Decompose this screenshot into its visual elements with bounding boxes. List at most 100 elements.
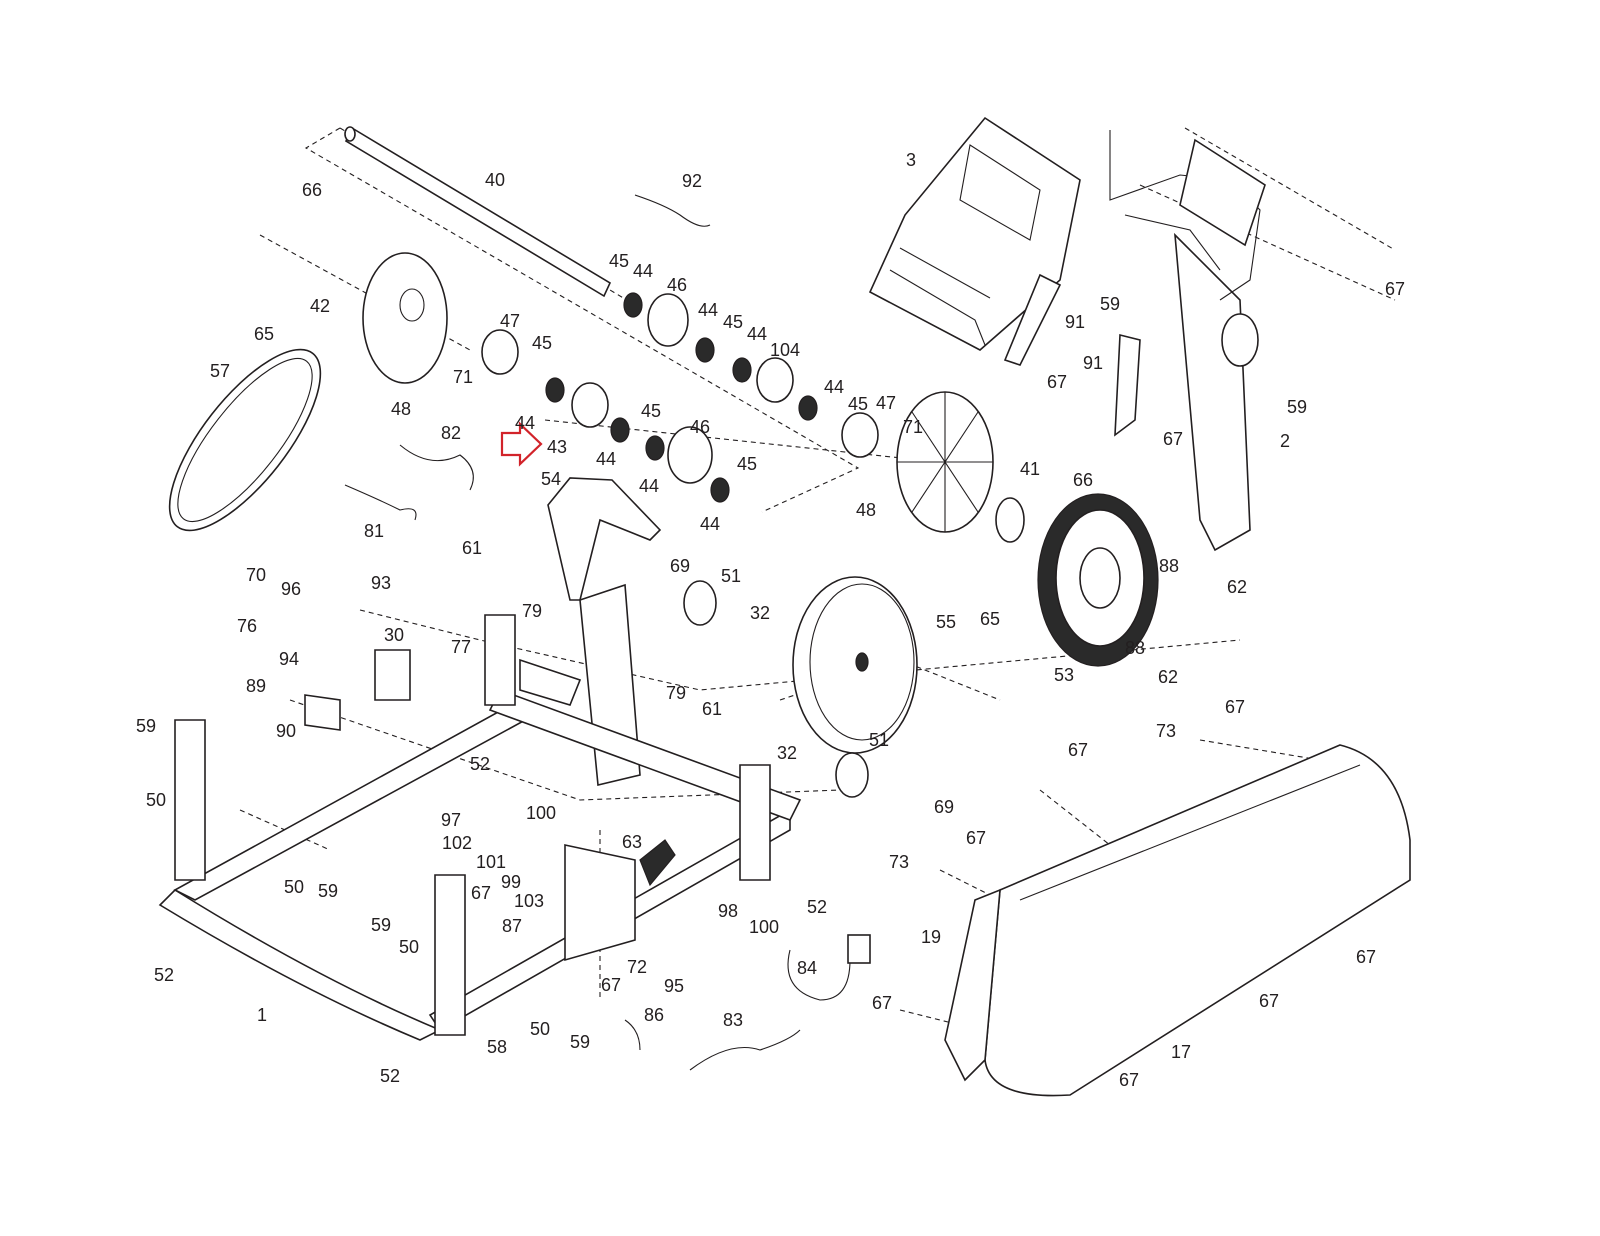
part-label-52: 52 <box>380 1066 400 1086</box>
part-label-1: 1 <box>257 1005 267 1025</box>
part-57-belt <box>168 348 322 532</box>
part-label-79: 79 <box>666 683 686 703</box>
part-label-44: 44 <box>747 324 767 344</box>
part-48-disc <box>362 252 448 384</box>
part-91-handle <box>1003 273 1062 366</box>
part-label-62: 62 <box>1227 577 1247 597</box>
part-label-32: 32 <box>777 743 797 763</box>
part-label-66: 66 <box>1073 470 1093 490</box>
part-label-51: 51 <box>721 566 741 586</box>
part-label-41: 41 <box>1020 459 1040 479</box>
part-label-67: 67 <box>471 883 491 903</box>
part-label-76: 76 <box>237 616 257 636</box>
part-label-46: 46 <box>690 417 710 437</box>
part-label-67: 67 <box>1225 697 1245 717</box>
part-label-67: 67 <box>1047 372 1067 392</box>
part-label-83: 83 <box>723 1010 743 1030</box>
part-label-73: 73 <box>1156 721 1176 741</box>
part-2-upright <box>1109 130 1266 552</box>
part-label-67: 67 <box>601 975 621 995</box>
part-label-100: 100 <box>749 917 779 937</box>
part-label-67: 67 <box>1068 740 1088 760</box>
part-label-45: 45 <box>848 394 868 414</box>
part-label-91: 91 <box>1065 312 1085 332</box>
part-label-73: 73 <box>889 852 909 872</box>
part-label-77: 77 <box>451 637 471 657</box>
part-label-50: 50 <box>284 877 304 897</box>
part-label-52: 52 <box>154 965 174 985</box>
part-label-67: 67 <box>1385 279 1405 299</box>
part-label-66: 66 <box>302 180 322 200</box>
part-label-93: 93 <box>371 573 391 593</box>
part-label-70: 70 <box>246 565 266 585</box>
part-label-44: 44 <box>700 514 720 534</box>
part-label-71: 71 <box>453 367 473 387</box>
part-label-67: 67 <box>1163 429 1183 449</box>
part-label-92: 92 <box>682 171 702 191</box>
part-label-45: 45 <box>532 333 552 353</box>
part-label-100: 100 <box>526 803 556 823</box>
part-label-45: 45 <box>609 251 629 271</box>
part-label-59: 59 <box>1100 294 1120 314</box>
part-label-61: 61 <box>462 538 482 558</box>
part-label-30: 30 <box>384 625 404 645</box>
part-label-91: 91 <box>1083 353 1103 373</box>
part-label-2: 2 <box>1280 431 1290 451</box>
part-86-wire <box>624 1019 641 1051</box>
part-48-disc <box>896 391 994 533</box>
part-label-17: 17 <box>1171 1042 1191 1062</box>
part-label-96: 96 <box>281 579 301 599</box>
part-label-67: 67 <box>1356 947 1376 967</box>
part-label-53: 53 <box>1054 665 1074 685</box>
part-label-44: 44 <box>639 476 659 496</box>
part-label-44: 44 <box>596 449 616 469</box>
part-92-wire <box>634 194 711 227</box>
part-label-97: 97 <box>441 810 461 830</box>
part-label-62: 62 <box>1158 667 1178 687</box>
part-label-86: 86 <box>644 1005 664 1025</box>
part-label-48: 48 <box>391 399 411 419</box>
part-label-59: 59 <box>1287 397 1307 417</box>
part-label-44: 44 <box>515 413 535 433</box>
part-82-wire <box>399 444 474 491</box>
part-label-99: 99 <box>501 872 521 892</box>
part-label-59: 59 <box>570 1032 590 1052</box>
part-label-47: 47 <box>500 311 520 331</box>
axle-components <box>481 292 879 503</box>
part-label-50: 50 <box>530 1019 550 1039</box>
part-label-71: 71 <box>903 417 923 437</box>
part-72-bracket <box>564 844 636 962</box>
part-label-55: 55 <box>936 612 956 632</box>
part-84-adapter <box>847 934 871 964</box>
part-label-87: 87 <box>502 916 522 936</box>
part-label-88: 88 <box>1159 556 1179 576</box>
part-54-housing <box>547 477 662 601</box>
part-label-94: 94 <box>279 649 299 669</box>
part-label-57: 57 <box>210 361 230 381</box>
part-label-52: 52 <box>807 897 827 917</box>
part-label-84: 84 <box>797 958 817 978</box>
part-label-67: 67 <box>1119 1070 1139 1090</box>
part-label-67: 67 <box>966 828 986 848</box>
part-label-65: 65 <box>254 324 274 344</box>
part-label-32: 32 <box>750 603 770 623</box>
part-label-44: 44 <box>698 300 718 320</box>
part-label-51: 51 <box>869 730 889 750</box>
part-label-19: 19 <box>921 927 941 947</box>
part-label-43: 43 <box>547 437 567 457</box>
part-30-bracket <box>374 649 411 701</box>
part-label-95: 95 <box>664 976 684 996</box>
part-label-50: 50 <box>399 937 419 957</box>
part-label-59: 59 <box>318 881 338 901</box>
part-label-40: 40 <box>485 170 505 190</box>
part-63-arm <box>639 839 676 887</box>
part-40-bar <box>344 126 612 298</box>
part-label-44: 44 <box>633 261 653 281</box>
part-label-101: 101 <box>476 852 506 872</box>
part-label-58: 58 <box>487 1037 507 1057</box>
part-label-3: 3 <box>906 150 916 170</box>
part-label-59: 59 <box>136 716 156 736</box>
part-55-flywheel <box>792 576 918 754</box>
part-label-42: 42 <box>310 296 330 316</box>
